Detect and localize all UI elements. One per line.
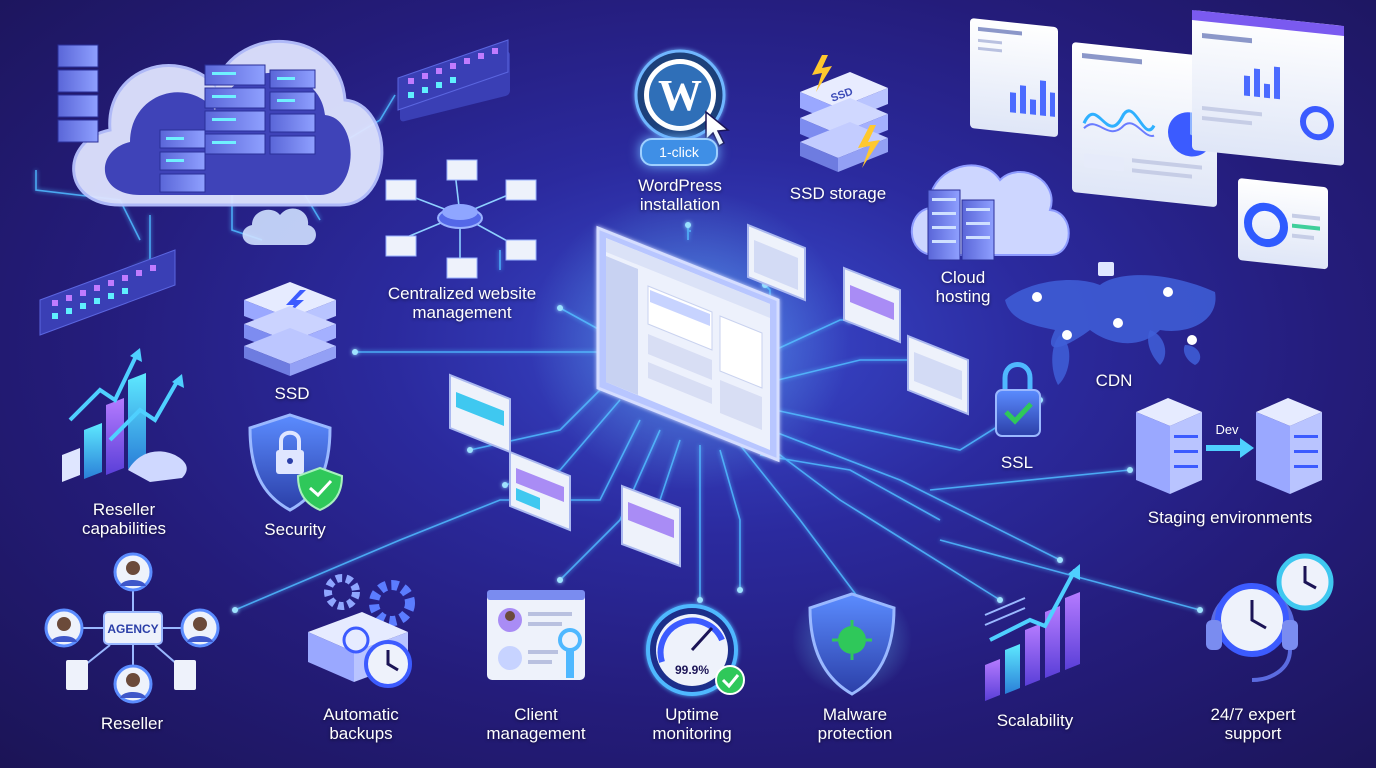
lightning-icon <box>812 55 832 92</box>
agency-label: AGENCY <box>107 622 158 636</box>
staging-environments-label: Staging environments <box>1147 508 1313 527</box>
reseller-label: Reseller <box>100 714 164 733</box>
ssd-storage-label: SSD storage <box>789 184 887 203</box>
floating-window-4 <box>449 373 511 454</box>
floating-window-6 <box>621 484 681 568</box>
automatic-backups-icon <box>308 574 415 688</box>
support-clock-headset-icon <box>1206 553 1334 682</box>
malware-protection-shield-icon <box>792 585 912 696</box>
network-switch-left <box>39 249 176 336</box>
security-label: Security <box>264 520 326 539</box>
ssd-drive-icon <box>244 282 336 376</box>
wordpress-logo-icon: W <box>634 49 730 148</box>
svg-text:W: W <box>658 71 702 120</box>
floating-window-1 <box>747 223 806 302</box>
centralized-management-hub-icon <box>385 159 537 279</box>
reseller-agency-network-icon <box>44 552 220 704</box>
virus-icon <box>838 626 866 654</box>
dev-label: Dev <box>1215 422 1239 437</box>
floating-window-3 <box>907 334 969 416</box>
cloud-hosting-icon <box>910 164 1070 261</box>
one-click-badge: 1-click <box>640 138 718 166</box>
floating-window-2 <box>843 266 901 344</box>
client-management-icon <box>487 590 585 680</box>
network-switch-upper <box>397 39 509 111</box>
document-icon <box>66 660 88 690</box>
ssd-storage-icon: SSD <box>800 55 888 172</box>
document-icon-2 <box>174 660 196 690</box>
lightning-icon-2 <box>858 125 880 168</box>
cloud-servers-illustration <box>57 39 384 245</box>
scalability-label: Scalability <box>996 711 1074 730</box>
cdn-label: CDN <box>1095 371 1133 390</box>
ssl-lock-icon <box>995 362 1041 437</box>
uptime-gauge-icon: 99.9% <box>646 604 745 696</box>
floating-window-5 <box>509 450 571 532</box>
security-shield-icon <box>248 413 344 512</box>
ssd-label: SSD <box>274 384 310 403</box>
scalability-chart-icon <box>984 564 1080 701</box>
reseller-capabilities-chart-icon <box>62 348 187 482</box>
handshake-icon <box>128 451 187 482</box>
staging-servers-icon: Dev <box>1136 398 1322 494</box>
central-dashboard-window <box>530 190 850 490</box>
cdn-world-map <box>1005 262 1216 385</box>
analytics-dashboards-illustration <box>970 10 1344 270</box>
ssl-label: SSL <box>1000 453 1034 472</box>
uptime-value: 99.9% <box>675 663 709 677</box>
